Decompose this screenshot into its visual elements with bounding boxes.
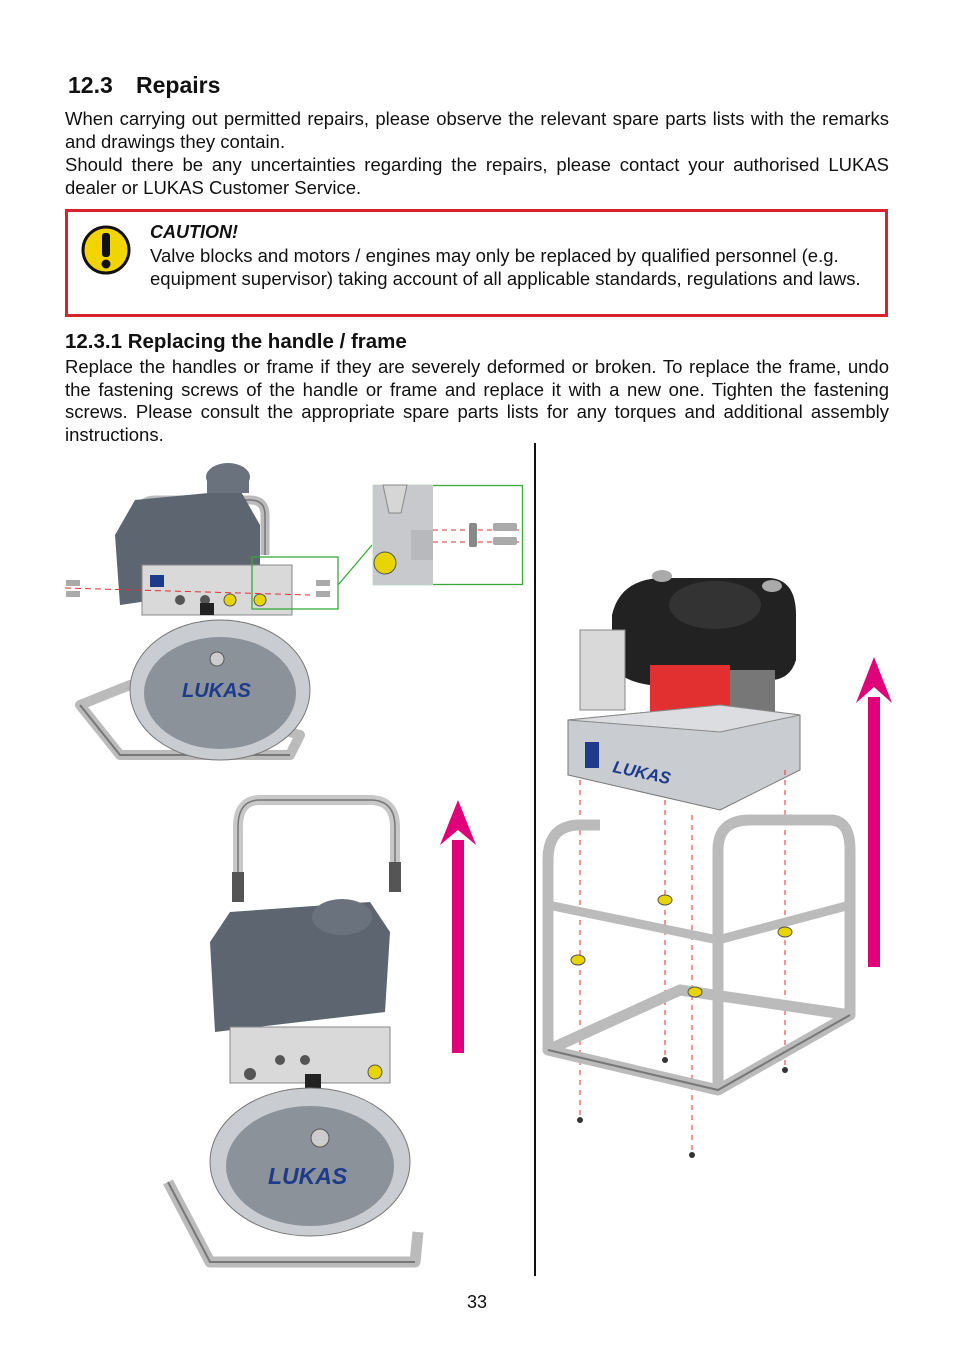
intro-paragraph-1: When carrying out permitted repairs, ple… [65,108,889,152]
subsection-heading: 12.3.1 Replacing the handle / frame [65,330,407,354]
caution-title: CAUTION! [150,222,238,242]
arrow-up-handle-icon [440,800,476,1053]
body-paragraph: Replace the handles or frame if they are… [65,356,889,445]
section-title: Repairs [136,72,221,98]
subsection-number: 12.3.1 [65,330,122,353]
brand-label-top: LUKAS [182,680,252,702]
brand-label-bottom: LUKAS [268,1163,348,1189]
section-number: 12.3 [68,72,113,98]
illustration-detail-inset [372,484,524,586]
illustration-handle-removed: LUKAS [163,795,424,1268]
caution-text: Valve blocks and motors / engines may on… [150,245,861,289]
section-heading: 12.3 Repairs [68,72,220,99]
subsection-title: Replacing the handle / frame [127,330,407,353]
arrow-up-frame-icon [856,657,892,967]
warning-exclamation-icon [81,225,131,275]
caution-box: CAUTION! Valve blocks and motors / engin… [65,209,888,317]
illustration-unit-with-handle: LUKAS [64,463,373,761]
illustration-frame-removed: LUKAS [542,570,856,1158]
page-number: 33 [466,1292,488,1312]
column-divider [534,443,536,1276]
intro-paragraph-2: Should there be any uncertainties regard… [65,154,889,198]
